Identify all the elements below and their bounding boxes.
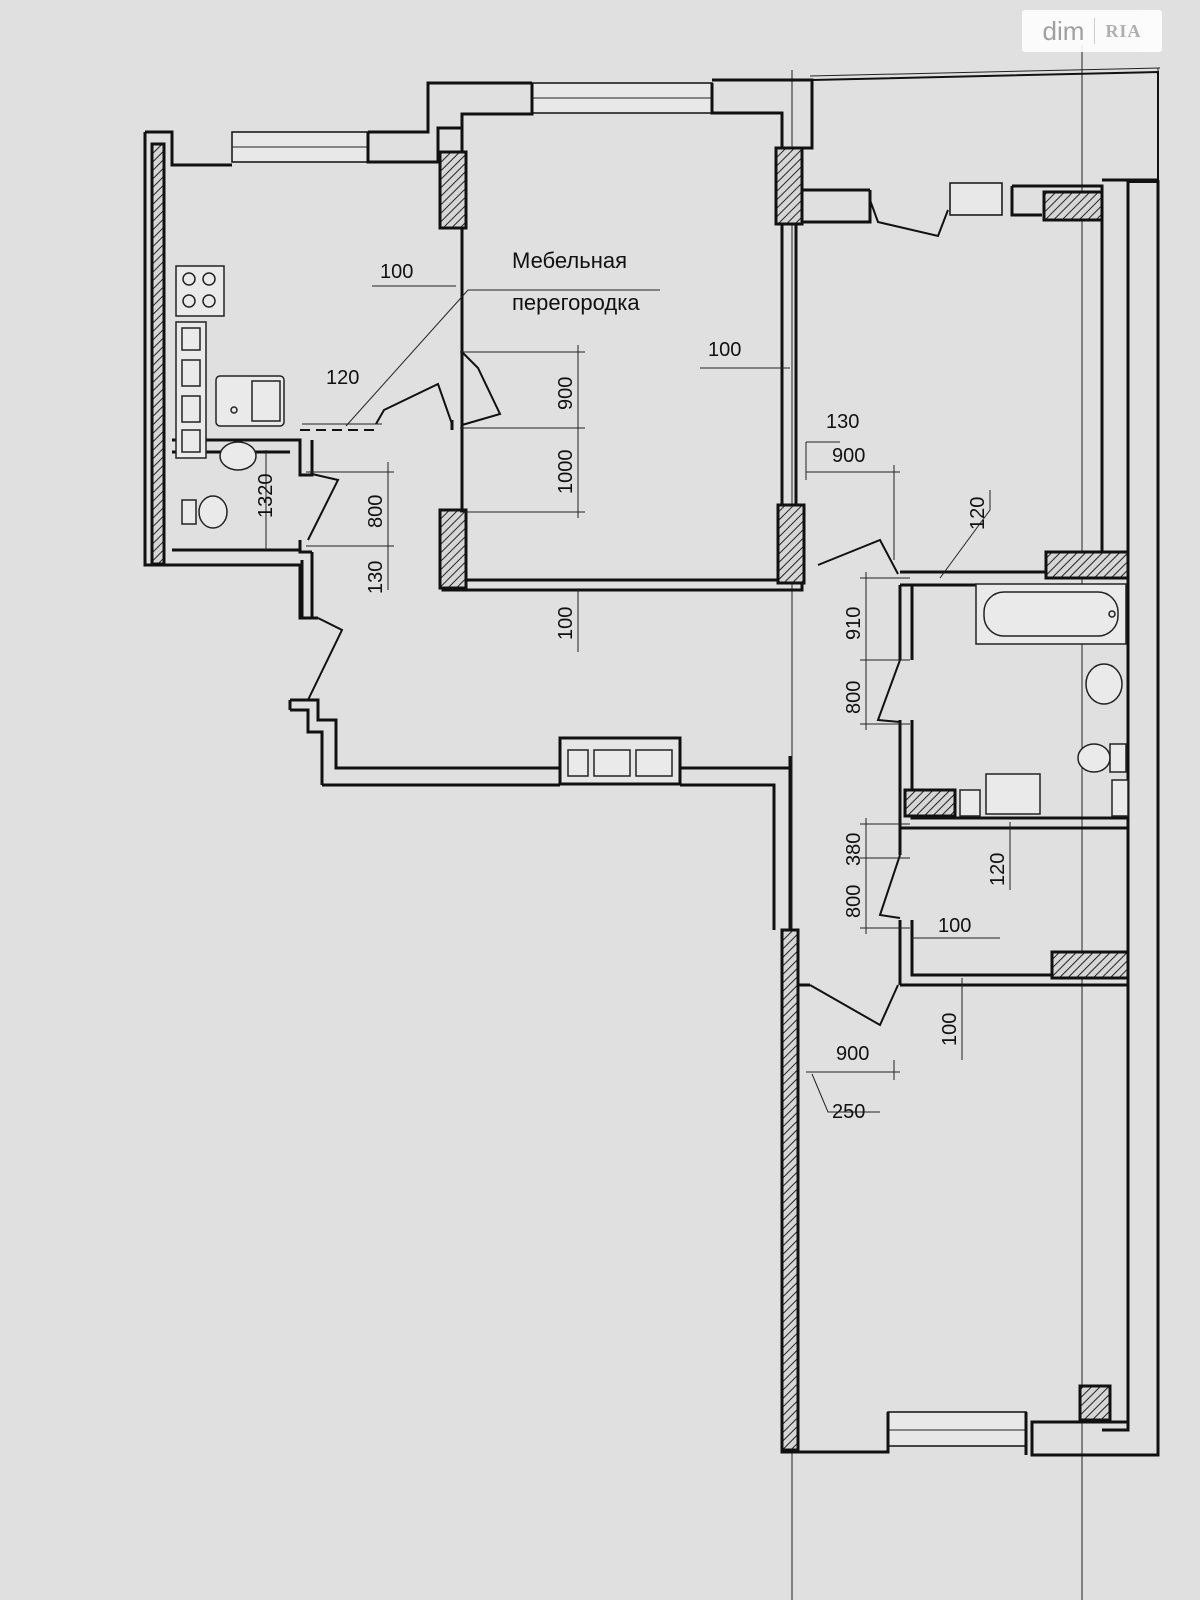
column-room3-right (1078, 1384, 1112, 1422)
dim-120-right: 120 (967, 497, 989, 530)
watermark-dim: dim (1042, 15, 1085, 46)
dim-900-a: 900 (555, 377, 577, 410)
balcony-frame (811, 70, 1159, 183)
door-wc (307, 473, 340, 541)
floor-drain (985, 773, 1041, 815)
door-bathroom (876, 659, 901, 723)
dim-900-right: 900 (832, 445, 865, 467)
column-bath-top (1044, 550, 1130, 580)
dim-800-bath: 800 (843, 681, 865, 714)
dim-100-storage: 100 (938, 915, 971, 937)
dim-120-storage: 120 (987, 853, 1009, 886)
stove (175, 265, 225, 317)
partition-label-line1: Мебельная (512, 248, 627, 273)
watermark-divider (1094, 18, 1096, 44)
column-room2 (1042, 190, 1104, 222)
column-mid-top (774, 146, 804, 226)
dim-100-bottom: 100 (939, 1013, 961, 1046)
dim-800-wc: 800 (365, 495, 387, 528)
bath-toilet (1077, 743, 1111, 773)
windows (231, 70, 1159, 1447)
partition-leader (345, 289, 660, 427)
dimension-texts: 100 120 1320 800 130 900 1000 100 100 13… (255, 261, 1009, 1123)
watermark: dim RIA (1022, 10, 1162, 52)
dim-800-storage: 800 (843, 885, 865, 918)
wc-toilet (198, 495, 228, 529)
column-room3-left (780, 928, 800, 1452)
dim-1000: 1000 (555, 450, 577, 495)
door-room2-balcony (869, 199, 949, 238)
column-kitchen-left (150, 142, 166, 566)
dim-130-right: 130 (826, 411, 859, 433)
dim-1320: 1320 (255, 474, 277, 519)
partition-label-line2: перегородка (512, 290, 640, 315)
column-mid-bottom (776, 503, 806, 585)
dim-130-wc: 130 (365, 561, 387, 594)
window-room3 (887, 1411, 1027, 1447)
dim-900-bottom: 900 (836, 1043, 869, 1065)
column-storage (1050, 950, 1130, 980)
dim-120-kitchen: 120 (326, 367, 359, 389)
door-room3 (809, 984, 899, 1027)
dim-100-room: 100 (708, 339, 741, 361)
door-entry (307, 617, 344, 701)
door-room2 (817, 538, 899, 575)
dim-380: 380 (843, 833, 865, 866)
interior-walls (172, 114, 1128, 987)
hatched-columns (150, 142, 1130, 1452)
dim-250: 250 (832, 1101, 865, 1123)
dim-910: 910 (843, 607, 865, 640)
dim-100-hall: 100 (555, 607, 577, 640)
dimension-lines (265, 285, 1011, 1113)
dim-100-kitchen: 100 (380, 261, 413, 283)
wc-sink (219, 441, 257, 471)
door-room1 (461, 351, 502, 426)
window-room2 (949, 182, 1003, 216)
construction-lines (791, 45, 1161, 1600)
fixtures (175, 265, 1129, 817)
bath-sink (1085, 663, 1123, 705)
column-room1-bottom (438, 508, 468, 590)
doors (307, 199, 949, 1027)
column-room1-top (438, 150, 468, 230)
watermark-ria: RIA (1105, 20, 1142, 41)
door-kitchen (375, 382, 453, 425)
door-storage (878, 854, 901, 919)
